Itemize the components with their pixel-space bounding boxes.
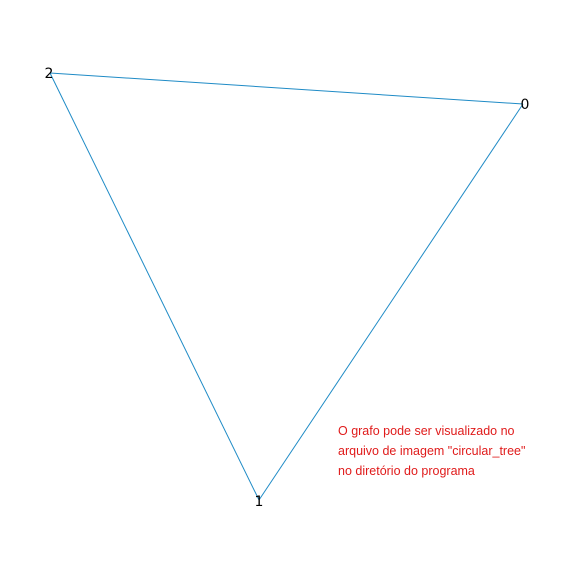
edge-0-1 [258,103,524,501]
info-note: O grafo pode ser visualizado no arquivo … [338,421,568,481]
node-label-1: 1 [255,494,264,510]
edge-2-0 [49,72,524,105]
nodes: 0 1 2 [45,66,530,510]
node-label-0: 0 [521,97,530,113]
note-line-3: no diretório do programa [338,464,475,478]
edge-2-1 [49,72,260,501]
note-line-1: O grafo pode ser visualizado no [338,424,515,438]
edges [49,72,524,501]
note-line-2: arquivo de imagem "circular_tree" [338,444,526,458]
node-label-2: 2 [45,66,54,82]
